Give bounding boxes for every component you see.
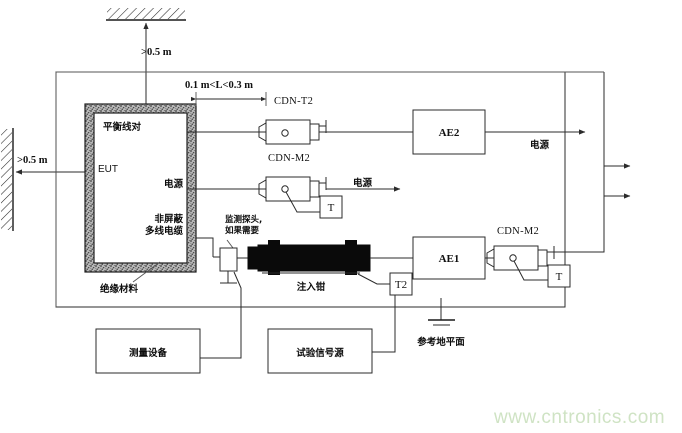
cdn-m2-right-unit — [486, 245, 555, 281]
reference-ground-label: 参考地平面 — [416, 336, 465, 348]
termination-t2 — [389, 272, 413, 296]
cdn-m2-right-label: CDN-M2 — [497, 226, 539, 237]
cdn-t2-label: CDN-T2 — [274, 96, 313, 107]
measuring-equipment-label: 测量设备 — [129, 347, 168, 359]
ae1-unit — [412, 236, 486, 280]
eut-to-probe-cable — [196, 237, 214, 257]
measuring-equipment-box — [95, 328, 201, 374]
cdn-m2-left-unit — [258, 176, 327, 213]
eut-power-label: 电源 — [164, 178, 184, 190]
termination-t-power-label: T — [328, 202, 335, 214]
cdn-m2-left-label: CDN-M2 — [268, 153, 310, 164]
wall-hatch — [1, 128, 14, 231]
cable-length-dimension — [190, 92, 267, 106]
ae2-unit — [412, 109, 486, 155]
ceiling-clearance-label: >0.5 m — [141, 47, 172, 58]
monitoring-probe — [219, 247, 238, 284]
probe-label-line2: 如果需要 — [225, 225, 260, 236]
ae1-label: AE1 — [439, 253, 460, 265]
termination-t-right-label: T — [556, 271, 563, 283]
reference-ground-symbol — [428, 298, 455, 326]
wall-clearance-label: >0.5 m — [17, 155, 48, 166]
balanced-pair-label: 平衡线对 — [103, 121, 142, 133]
termination-t2-label: T2 — [395, 279, 407, 291]
injection-clamp-label: 注入钳 — [297, 281, 326, 293]
right-power-bus — [554, 74, 605, 253]
clamp-to-t2-lead — [357, 273, 390, 285]
ceiling-hatch — [106, 8, 186, 21]
eut-enclosure — [84, 103, 197, 273]
insulation-material-label: 绝缘材料 — [100, 283, 139, 295]
termination-t-right — [547, 264, 571, 288]
test-signal-source-box — [267, 328, 373, 374]
probe-to-measuring-line — [200, 271, 242, 359]
cdn-t2-unit — [258, 119, 327, 145]
insulation-leader — [132, 261, 161, 283]
cdn-m2-left-power-label: 电源 — [353, 177, 373, 189]
ae2-label: AE2 — [439, 127, 460, 139]
cable-length-label: 0.1 m<L<0.3 m — [185, 80, 253, 91]
probe-label-line1: 监测探头, — [225, 214, 262, 225]
termination-t-power — [319, 195, 343, 219]
watermark: www.cntronics.com — [493, 407, 665, 428]
unshielded-cable-label-line2: 多线电缆 — [145, 225, 184, 237]
test-signal-source-label: 试验信号源 — [296, 347, 344, 359]
unshielded-cable-label-line1: 非屏蔽 — [154, 213, 183, 225]
ae2-power-label: 电源 — [530, 139, 550, 151]
injection-clamp — [247, 240, 371, 275]
eut-label: EUT — [98, 164, 118, 175]
